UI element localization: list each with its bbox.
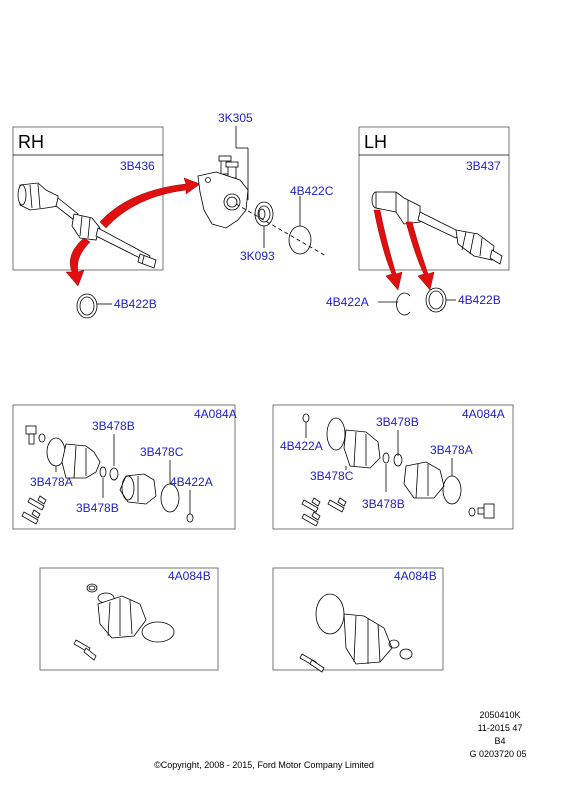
bracket-bolts (218, 155, 239, 179)
lh-circlip-a (378, 292, 411, 316)
part-label-kit-rh-ring[interactable]: 4B422A (170, 475, 213, 489)
kit-rh-grease-tubes (21, 495, 47, 525)
part-label-kit-rh-clamp-a[interactable]: 3B478A (30, 475, 73, 489)
part-label-lh-circlip-a[interactable]: 4B422A (326, 295, 369, 309)
kit-lh-grease-tubes (301, 497, 347, 527)
part-label-kit-lh-clamp-b-bottom[interactable]: 3B478B (362, 497, 405, 511)
part-label-kit-rh-clamp-c[interactable]: 3B478C (140, 445, 184, 459)
lh-arrow-b (405, 221, 435, 291)
footer-code-1: 2050410K (479, 710, 520, 720)
part-label-lh-circlip-b[interactable]: 4B422B (458, 293, 501, 307)
boot-kit-small-lh-panel: 4A084B (272, 567, 444, 673)
part-label-bolt[interactable]: 3K305 (218, 111, 253, 125)
center-bearing-group: 3K305 3K093 4B422C (197, 111, 334, 263)
lh-circlip-b (425, 287, 456, 313)
kit-lh-cv-joint (403, 461, 445, 499)
bearing-bracket (197, 171, 249, 229)
kit-lh-bolt (468, 503, 495, 519)
rh-driveshaft-drawing (17, 182, 157, 269)
rh-panel-title: RH (18, 132, 44, 152)
rh-panel: RH 3B436 4B422B (12, 126, 164, 319)
part-label-kit-rh[interactable]: 4A084A (194, 407, 237, 421)
part-label-kit-lh-clamp-c[interactable]: 3B478C (310, 469, 354, 483)
lh-panel-title: LH (364, 132, 387, 152)
kit-lh-boot (343, 429, 381, 469)
boot-kit-lh-panel: 4A084A 4B422A 3B478B 3B478C 3B478B 3B478… (272, 404, 514, 530)
footer-copyright: ©Copyright, 2008 - 2015, Ford Motor Comp… (154, 760, 374, 770)
lh-panel: LH 3B437 (358, 126, 510, 271)
part-label-bearing[interactable]: 3K093 (240, 249, 275, 263)
kit-rh-boot (61, 443, 101, 479)
kit-small-lh-grease-tube (299, 653, 325, 673)
center-bearing (254, 201, 274, 227)
footer: 2050410K 11-2015 47 B4 G 0203720 05 ©Cop… (154, 710, 526, 770)
part-label-rh-circlip[interactable]: 4B422B (114, 297, 157, 311)
rh-arrow-down (65, 237, 91, 287)
footer-code-4: G 0203720 05 (469, 749, 526, 759)
part-label-lh-shaft[interactable]: 3B437 (466, 159, 501, 173)
lh-arrow-a (373, 209, 403, 291)
part-label-kit-lh-clamp-b-top[interactable]: 3B478B (376, 415, 419, 429)
part-label-kit-small-rh[interactable]: 4A084B (168, 569, 211, 583)
part-label-kit-lh-clamp-a[interactable]: 3B478A (430, 443, 473, 457)
rh-arrow-to-bracket (99, 177, 201, 229)
part-label-kit-lh-ring[interactable]: 4B422A (280, 439, 323, 453)
boot-kit-rh-frame (12, 404, 236, 530)
part-label-rh-shaft[interactable]: 3B436 (120, 159, 155, 173)
part-label-snap-ring[interactable]: 4B422C (290, 184, 334, 198)
part-label-kit-small-lh[interactable]: 4A084B (394, 569, 437, 583)
footer-code-2: 11-2015 47 (478, 723, 523, 733)
rh-circlip (76, 293, 112, 319)
lh-driveshaft-drawing (371, 191, 503, 265)
center-snap-ring (288, 196, 312, 255)
part-label-kit-rh-clamp-b-top[interactable]: 3B478B (92, 419, 135, 433)
footer-code-3: B4 (494, 736, 505, 746)
kit-small-rh-grease-tube (73, 639, 97, 661)
boot-kit-small-rh-panel: 4A084B (39, 567, 219, 671)
kit-rh-bolt (25, 425, 46, 445)
part-label-kit-rh-clamp-b-bottom[interactable]: 3B478B (76, 501, 119, 515)
boot-kit-rh-panel: 4A084A 3B478B 3B478C 4B422A 3B478A (12, 404, 237, 530)
part-label-kit-lh[interactable]: 4A084A (462, 407, 505, 421)
